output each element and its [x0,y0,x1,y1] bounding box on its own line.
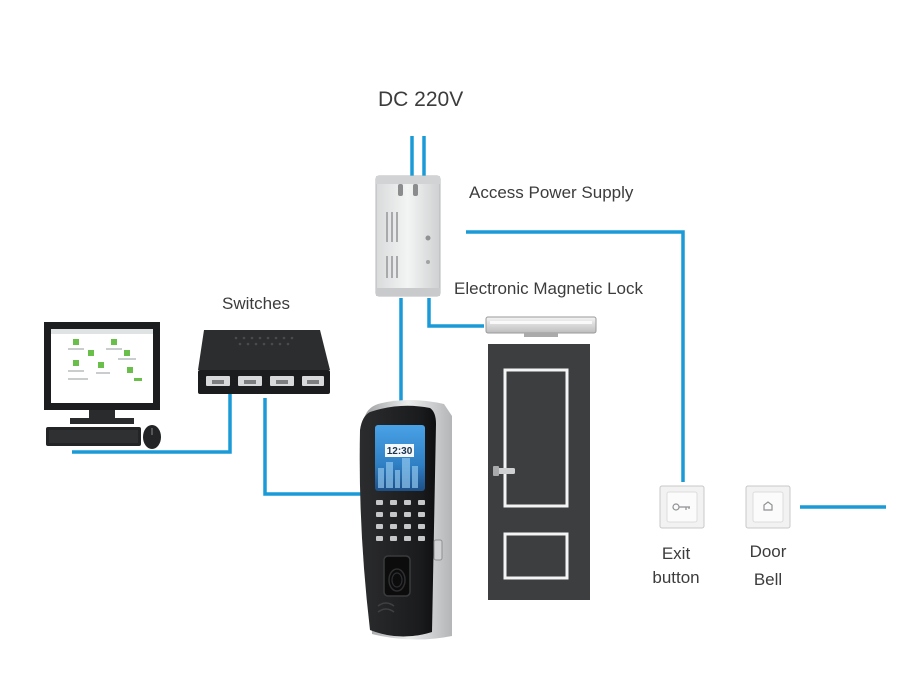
door-bell-label-line2: Bell [753,570,783,589]
wire-pc-to-switch [72,394,232,454]
terminal-clock: 12:30 [387,446,413,457]
power-input-label: DC 220V [378,88,464,111]
exit-button [659,485,705,529]
wiring [72,136,886,509]
network-switch [198,330,330,394]
access-power-supply [375,175,441,297]
door-bell [745,485,791,529]
exit-button-label-line2: button [652,568,700,587]
door [488,344,590,600]
wire-supply-to-lock [427,298,484,328]
bell-icon [763,501,773,511]
door-bell-label-line1: Door [749,542,787,561]
door-bell-label: Door Bell [730,538,806,594]
terminal-keypad [376,500,425,541]
fingerprint-sensor [383,555,411,597]
wire-supply-to-exit-button [466,230,685,482]
switches-label: Switches [222,294,291,313]
access-control-terminal: 12:30 [359,400,452,640]
exit-button-label-line1: Exit [661,544,691,563]
exit-button-label: Exit button [638,542,714,590]
magnetic-lock [485,316,597,337]
key-icon [672,503,690,511]
desktop-computer [44,322,161,449]
power-supply-label: Access Power Supply [469,183,634,202]
magnetic-lock-label: Electronic Magnetic Lock [454,279,643,298]
wire-switch-to-terminal [263,398,362,496]
